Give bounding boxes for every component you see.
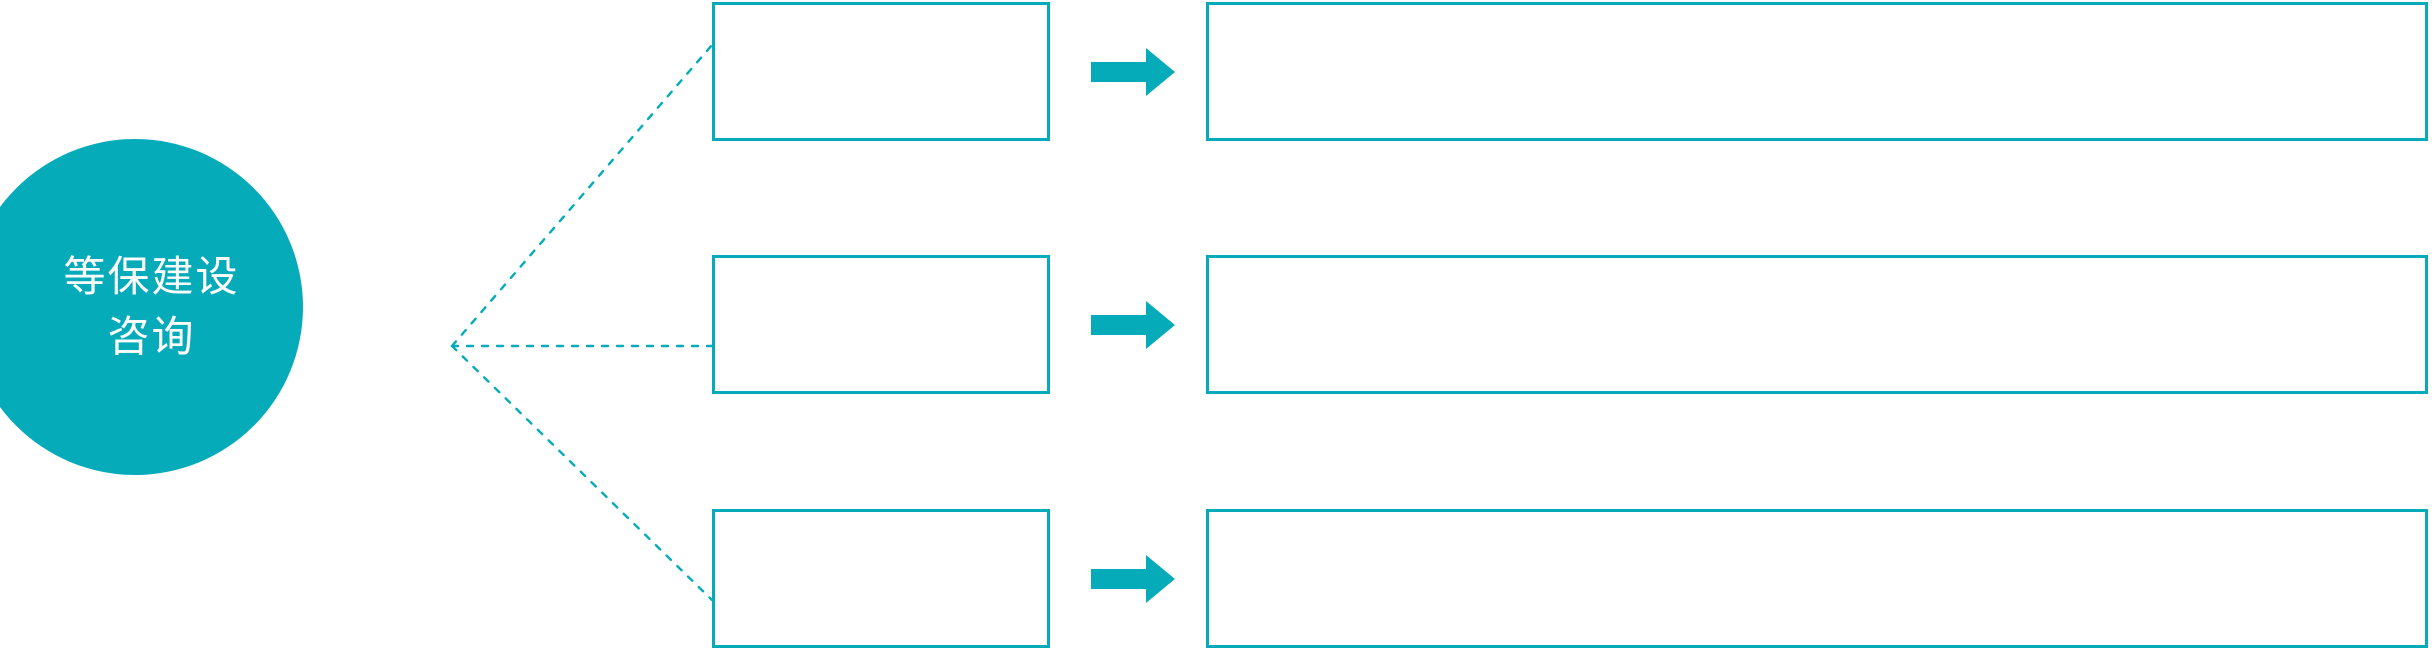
connector-line-top	[450, 43, 714, 348]
small-box-1[interactable]	[712, 2, 1050, 141]
small-box-2[interactable]	[712, 255, 1050, 394]
large-box-1[interactable]	[1206, 2, 2428, 141]
arrow-right-icon	[1091, 48, 1175, 96]
connector-line-bottom	[450, 344, 714, 602]
arrow-right-icon	[1091, 555, 1175, 603]
arrow-right-icon	[1091, 301, 1175, 349]
large-box-3[interactable]	[1206, 509, 2428, 648]
hub-label: 等保建设 咨询	[63, 253, 240, 360]
large-box-2[interactable]	[1206, 255, 2428, 394]
hub-circle[interactable]: 等保建设 咨询	[0, 139, 303, 475]
small-box-3[interactable]	[712, 509, 1050, 648]
